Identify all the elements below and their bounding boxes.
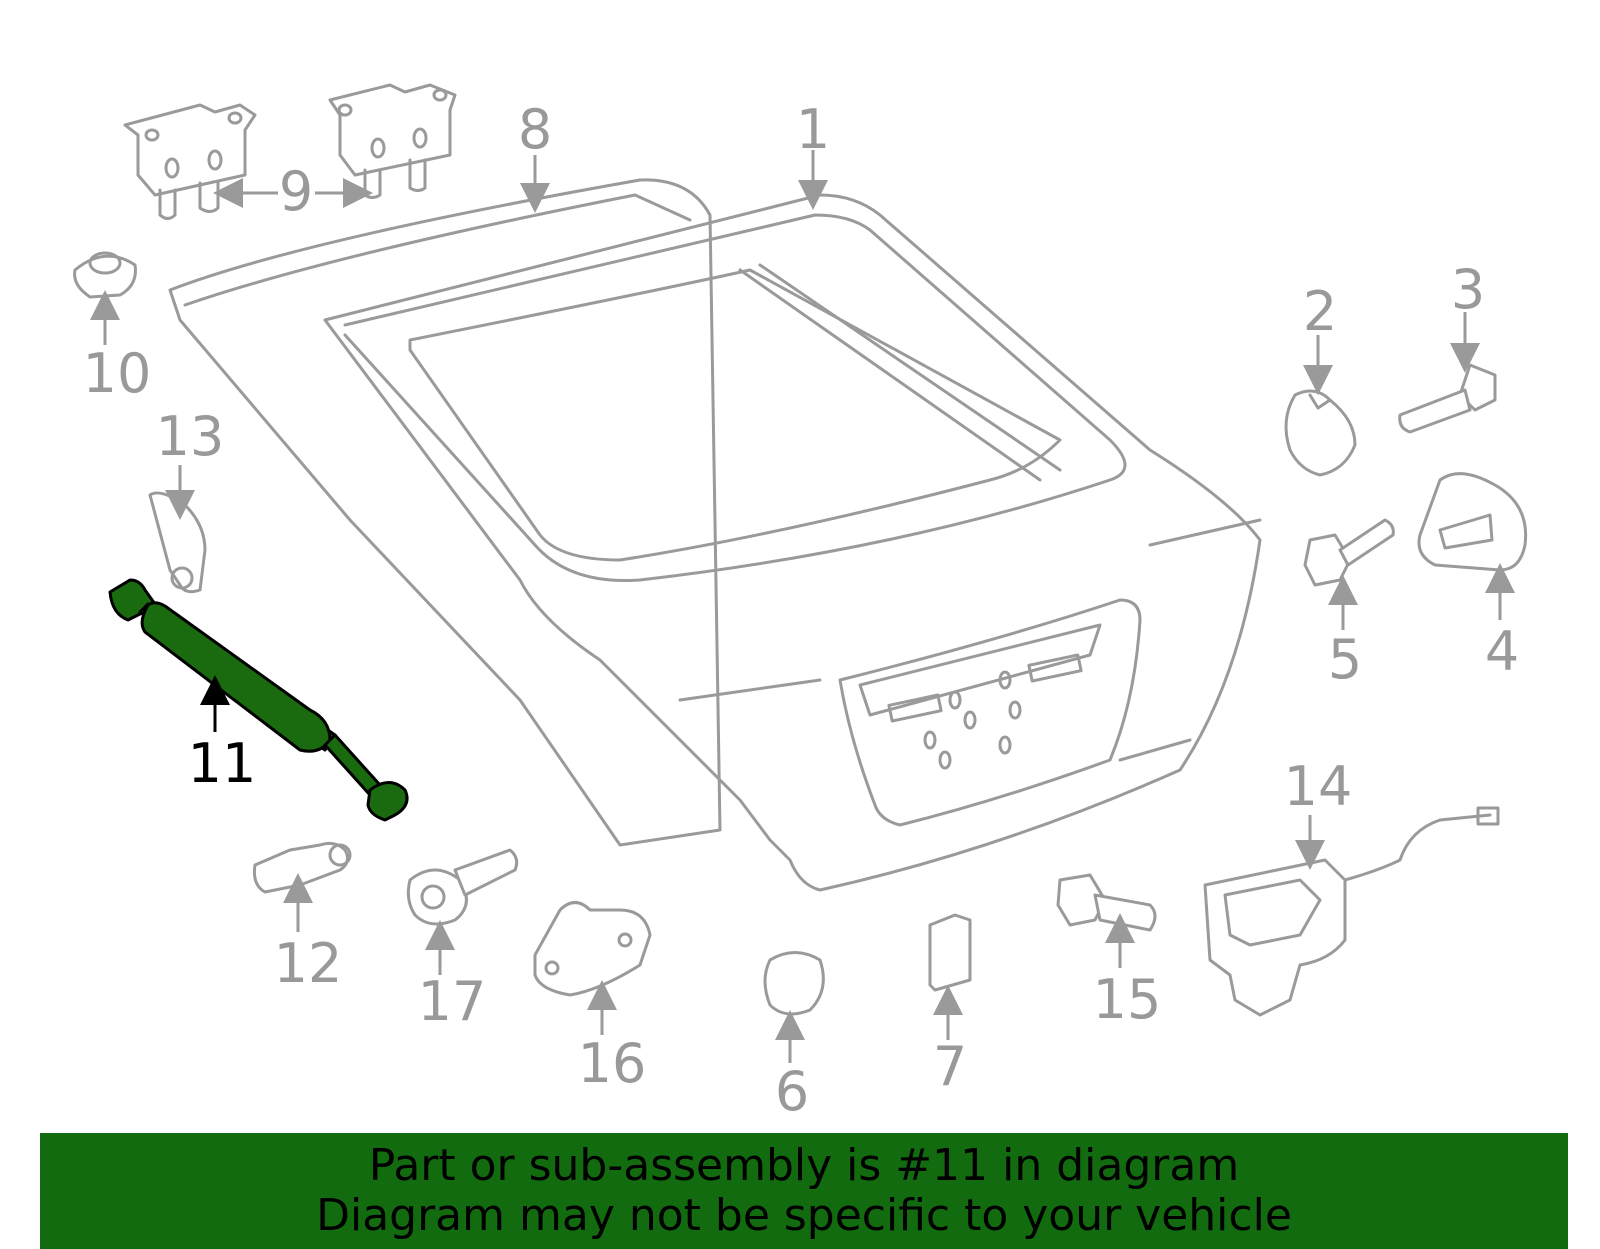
callout-6: 6 (775, 1060, 809, 1123)
callout-12: 12 (274, 932, 343, 995)
callout-8: 8 (518, 98, 552, 161)
callout-9: 9 (279, 160, 313, 223)
part-1-liftgate (323, 193, 1262, 892)
callout-16: 16 (578, 1032, 647, 1095)
part-15-bolt (1056, 873, 1157, 932)
callout-4: 4 (1485, 620, 1519, 683)
part-10-grommet (73, 251, 137, 299)
callout-7: 7 (933, 1035, 967, 1098)
callout-13: 13 (156, 405, 225, 468)
callout-17: 17 (418, 970, 487, 1033)
part-6-cap (763, 951, 825, 1016)
part-2-cap (1284, 389, 1357, 477)
banner-line-part: Part or sub-assembly is #11 in diagram (368, 1140, 1240, 1191)
part-11-lift-support (108, 578, 409, 822)
banner-line-disclaimer: Diagram may not be specific to your vehi… (316, 1190, 1292, 1241)
part-17-clip (406, 848, 519, 926)
part-3-bolt (1398, 363, 1497, 434)
part-13-bracket (148, 491, 207, 594)
part-4-clip (1417, 472, 1528, 572)
part-14-lock-actuator (1203, 806, 1500, 1017)
info-banner: Part or sub-assembly is #11 in diagram D… (40, 1133, 1568, 1249)
callout-14: 14 (1284, 755, 1353, 818)
callout-labels: 1 8 9 10 13 11 12 17 16 6 7 15 14 2 3 5 … (83, 98, 1520, 1123)
callout-10: 10 (83, 342, 152, 405)
part-16-striker (533, 901, 652, 997)
callout-2: 2 (1303, 280, 1337, 343)
part-7-pad (928, 913, 972, 992)
part-5-bolt (1303, 518, 1395, 587)
callout-3: 3 (1451, 258, 1485, 321)
part-12-pin (253, 841, 352, 894)
part-8-weatherstrip (168, 178, 722, 847)
callout-1: 1 (796, 98, 830, 161)
callout-15: 15 (1093, 968, 1162, 1031)
callout-arrows (90, 150, 1515, 1063)
callout-5: 5 (1328, 628, 1362, 691)
callout-11: 11 (188, 732, 257, 795)
